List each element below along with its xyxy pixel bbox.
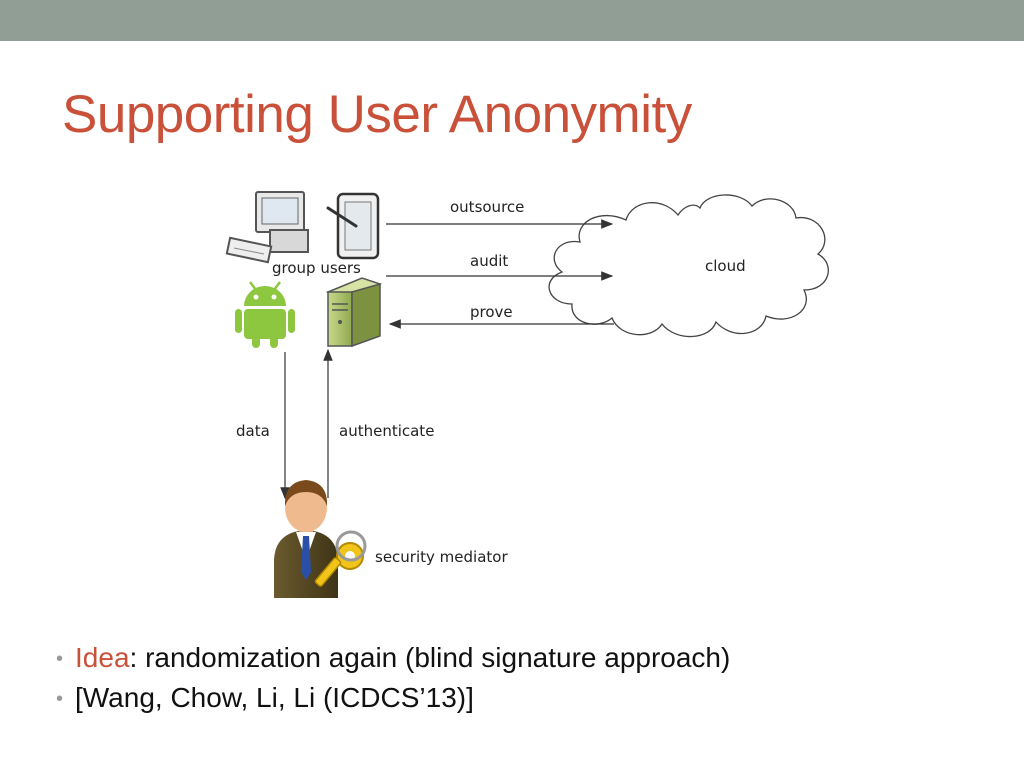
tablet-icon — [326, 192, 380, 260]
bullet-list: • Idea: randomization again (blind signat… — [56, 638, 730, 718]
bullet-item: • [Wang, Chow, Li, Li (ICDCS’13)] — [56, 678, 730, 718]
architecture-diagram: group users cloud outsource audit prove … — [225, 191, 829, 598]
bullet-text: [Wang, Chow, Li, Li (ICDCS’13)] — [75, 682, 474, 713]
security-mediator-label: security mediator — [375, 548, 508, 566]
data-label: data — [236, 422, 270, 440]
bullet-dot-icon: • — [56, 688, 64, 710]
outsource-label: outsource — [450, 198, 524, 216]
cloud-icon — [548, 194, 829, 338]
server-icon — [325, 277, 383, 348]
cloud-label: cloud — [705, 257, 746, 275]
bullet-text: : randomization again (blind signature a… — [129, 642, 731, 673]
prove-label: prove — [470, 303, 513, 321]
android-icon — [235, 281, 295, 348]
bullet-dot-icon: • — [56, 648, 64, 670]
bullet-highlight: Idea — [75, 642, 130, 673]
authenticate-label: authenticate — [339, 422, 434, 440]
audit-label: audit — [470, 252, 508, 270]
bullet-item: • Idea: randomization again (blind signat… — [56, 638, 730, 678]
group-users-label: group users — [272, 259, 361, 277]
top-banner — [0, 0, 1024, 41]
slide-title: Supporting User Anonymity — [62, 85, 692, 144]
businessman-with-key-icon — [274, 480, 367, 598]
desktop-computer-icon — [225, 191, 309, 264]
